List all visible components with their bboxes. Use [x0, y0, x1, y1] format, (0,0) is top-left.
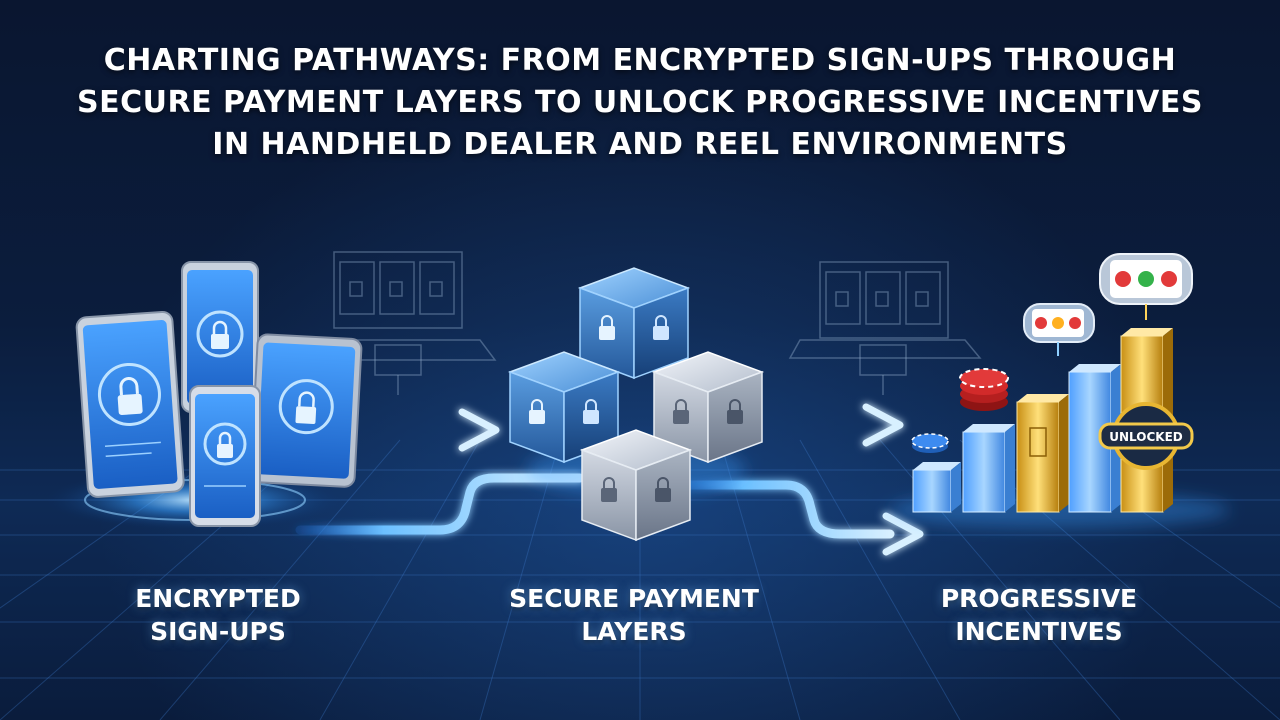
stage-label-line: SIGN-UPS — [150, 617, 286, 646]
reward-bars-icon — [912, 328, 1173, 513]
reward-bar-3 — [1016, 394, 1069, 513]
unlocked-badge-label: UNLOCKED — [1109, 430, 1183, 444]
title-line-2: SECURE PAYMENT LAYERS TO UNLOCK PROGRESS… — [77, 85, 1203, 120]
stage-label-line: LAYERS — [581, 617, 687, 646]
stage-label-secure-payment-layers: SECURE PAYMENT LAYERS — [484, 582, 784, 648]
slot-reel-large-icon — [1099, 253, 1193, 320]
stage-label-line: ENCRYPTED — [135, 584, 301, 613]
poker-chip-stack-red-icon — [959, 368, 1009, 411]
title-line-3: IN HANDHELD DEALER AND REEL ENVIRONMENTS — [212, 127, 1068, 162]
poker-chip-blue-icon — [911, 433, 949, 453]
reward-bar-1 — [912, 462, 961, 513]
dealer-table-outline-right — [788, 261, 982, 395]
title-line-1: CHARTING PATHWAYS: FROM ENCRYPTED SIGN-U… — [103, 43, 1177, 78]
stage-label-line: SECURE PAYMENT — [509, 584, 759, 613]
arrow-lower-path — [295, 473, 585, 535]
lock-devices-icon — [75, 261, 363, 527]
stage-label-line: PROGRESSIVE — [940, 584, 1138, 613]
arrow-lower-right — [675, 480, 895, 539]
reward-bar-2 — [962, 424, 1015, 513]
slot-reel-small-icon — [1023, 303, 1095, 356]
flow-arrows — [295, 403, 924, 556]
grid-floor — [0, 439, 1280, 720]
diagram-title: CHARTING PATHWAYS: FROM ENCRYPTED SIGN-U… — [40, 40, 1240, 166]
stage-label-line: INCENTIVES — [955, 617, 1123, 646]
stage-label-progressive-incentives: PROGRESSIVE INCENTIVES — [889, 582, 1189, 648]
encrypted-cube-icon — [507, 267, 765, 542]
stage-label-encrypted-sign-ups: ENCRYPTED SIGN-UPS — [68, 582, 368, 648]
unlocked-badge: UNLOCKED — [1098, 402, 1194, 470]
